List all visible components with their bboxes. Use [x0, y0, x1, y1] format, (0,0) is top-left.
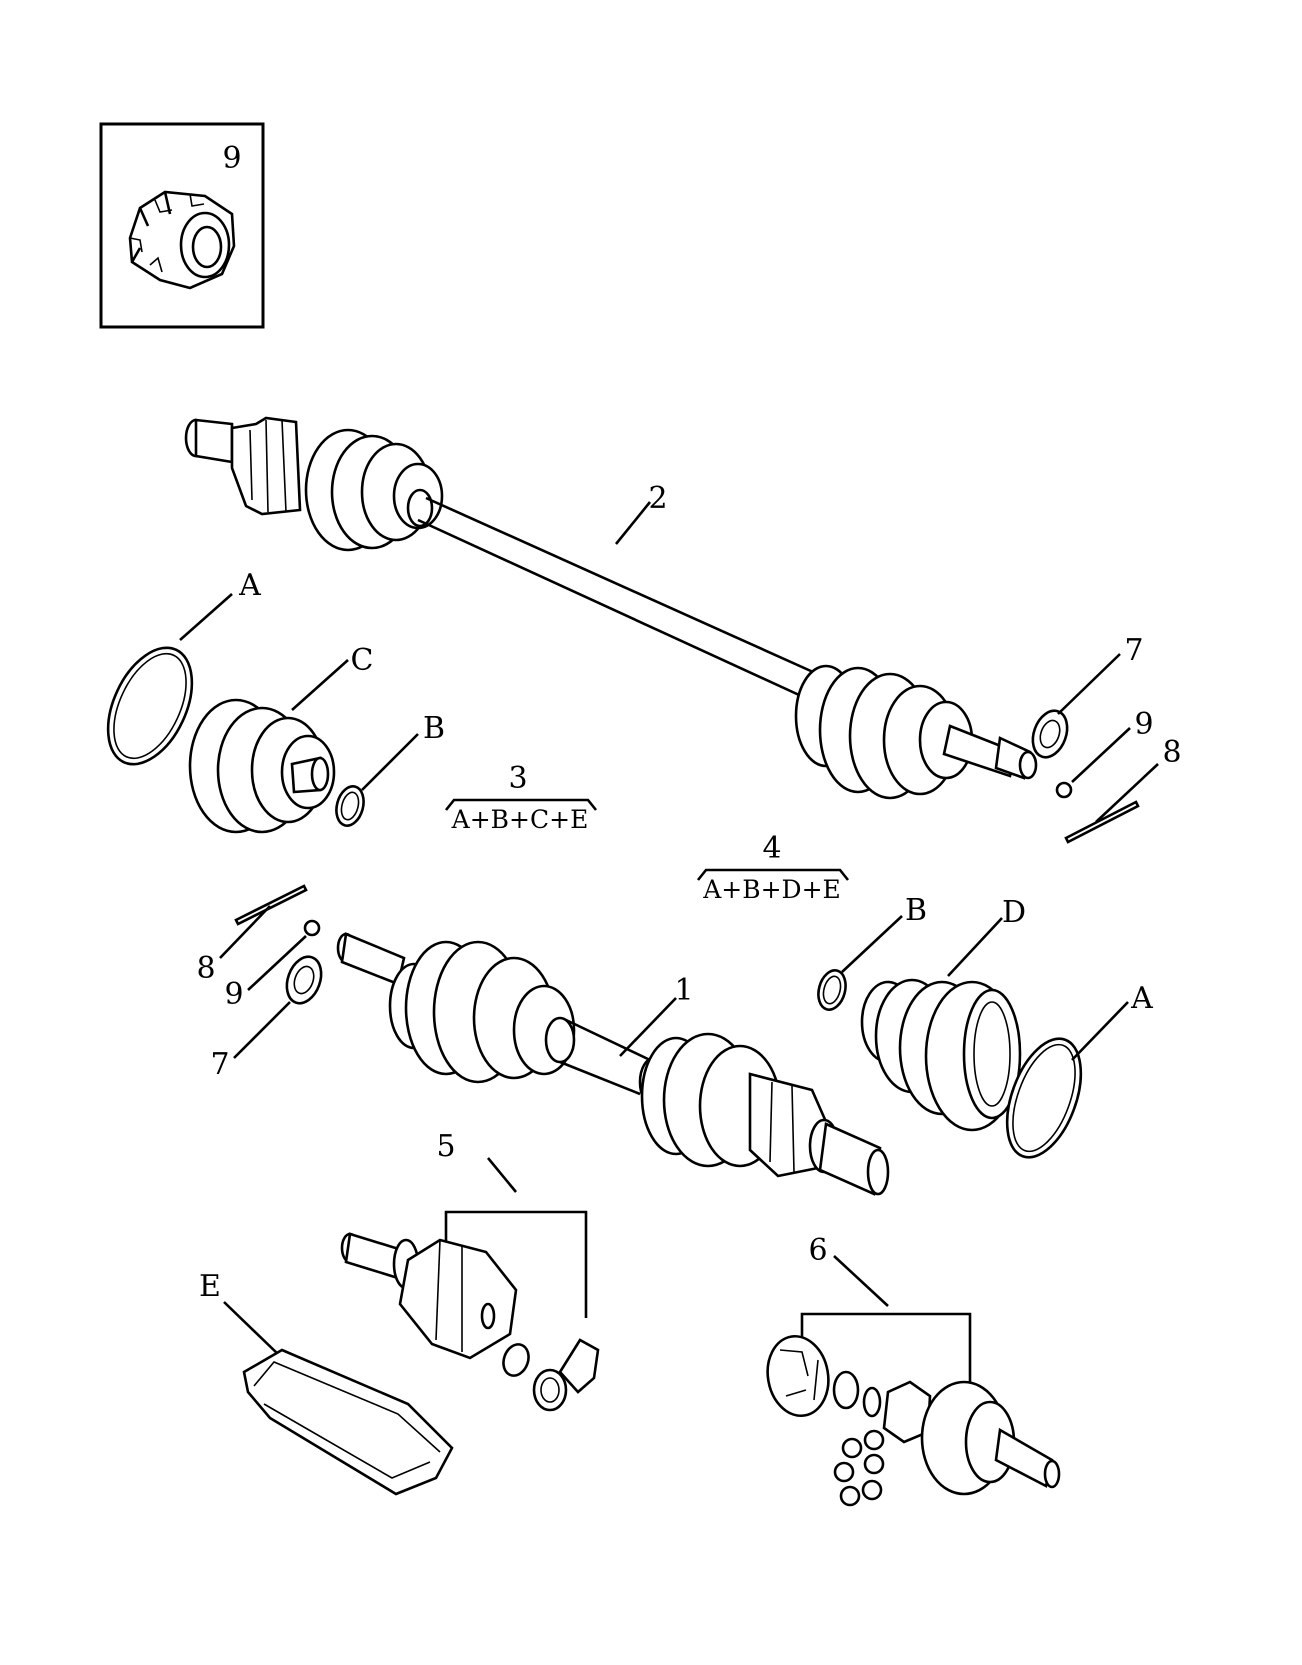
label-boot-d: D	[1002, 895, 1026, 930]
clamp-a-lower	[1005, 1001, 1129, 1159]
label-clamp-b-lower: B	[905, 893, 927, 928]
boot-c	[188, 659, 349, 834]
tripod-joint-set-5	[340, 1157, 600, 1412]
label-cv-set: 6	[808, 1233, 827, 1268]
washer-7-right	[1031, 653, 1121, 759]
label-washer-7-left: 7	[210, 1047, 229, 1082]
clamp-b-lower	[817, 915, 903, 1011]
label-clamp-b-upper: B	[423, 711, 445, 746]
label-pin-8-right: 8	[1162, 735, 1181, 770]
pin-8-right	[1064, 763, 1159, 844]
label-ball-9-left: 9	[224, 977, 243, 1012]
label-kit3-number: 3	[508, 761, 527, 796]
label-nut: 9	[222, 141, 241, 176]
label-grease: E	[199, 1269, 221, 1304]
washer-7-left	[233, 955, 323, 1059]
ball-9-right	[1055, 727, 1131, 799]
label-outer-axle: 2	[648, 481, 667, 516]
label-kit4-contents: A+B+D+E	[702, 875, 841, 904]
label-kit4-number: 4	[762, 831, 781, 866]
boot-d	[860, 917, 1022, 1132]
grease-pack-e	[223, 1301, 454, 1496]
label-boot-c: C	[351, 643, 374, 678]
label-tripod-set: 5	[436, 1129, 455, 1164]
kit-3-callout: 3 A+B+C+E	[444, 761, 598, 834]
kit-4-callout: 4 A+B+D+E	[696, 831, 850, 904]
castle-nut-inset: 9	[99, 122, 265, 329]
label-pin-8-left: 8	[196, 951, 215, 986]
castle-nut-icon	[128, 190, 236, 290]
label-kit3-contents: A+B+C+E	[451, 805, 589, 834]
ball-9-left	[247, 919, 321, 991]
cv-joint-set-6	[766, 1255, 1061, 1507]
axle-assembly-1	[336, 932, 890, 1196]
clamp-a-upper	[106, 593, 233, 766]
axle-assembly-2	[184, 416, 1038, 800]
pin-8-left	[219, 884, 308, 959]
clamp-b-upper	[335, 733, 419, 827]
label-clamp-a-upper: A	[238, 568, 261, 603]
label-clamp-a-lower: A	[1130, 981, 1153, 1016]
label-washer-7-right: 7	[1124, 633, 1143, 668]
label-ball-9-right: 9	[1134, 707, 1153, 742]
label-inner-axle: 1	[674, 973, 693, 1008]
